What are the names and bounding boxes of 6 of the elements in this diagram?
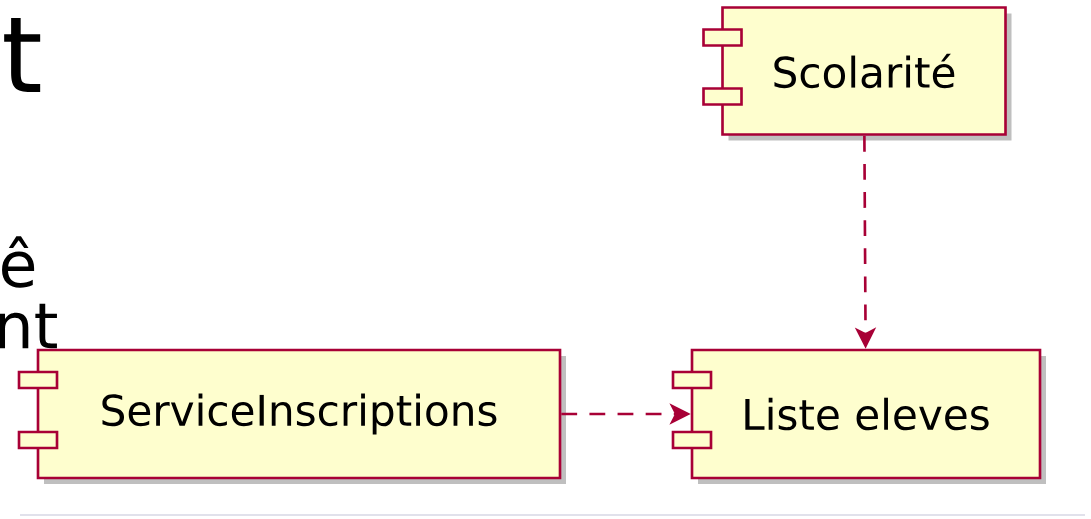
component-box: ServiceInscriptions <box>17 348 566 484</box>
slide-text: ê <box>2 236 35 288</box>
slide-text: nt <box>0 303 57 349</box>
component-box: Scolarité <box>702 6 1012 141</box>
slide-text: t <box>4 18 41 92</box>
component-box: Liste eleves <box>671 348 1046 484</box>
